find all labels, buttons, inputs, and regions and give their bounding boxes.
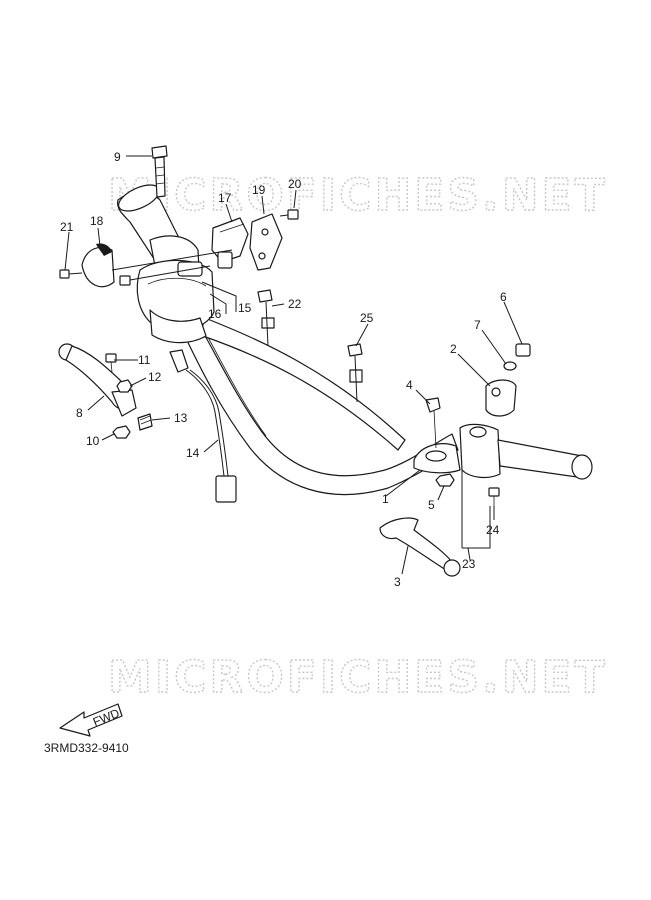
watermark-top: MICROFICHES.NET [108,170,608,221]
part-4-bolt [425,397,441,449]
part-10-nut [112,425,131,439]
callout-10: 10 [86,434,100,448]
callout-9: 9 [114,150,121,164]
diagram-code: 3RMD332-9410 [44,741,129,755]
callout-19: 19 [252,183,266,197]
leader-lines [64,155,523,575]
part-19-bracket [249,213,283,271]
part-16-screw [119,265,211,286]
left-switch-housing [136,259,215,344]
callout-21: 21 [60,220,74,234]
callout-2: 2 [450,342,457,356]
right-grip-throttle [459,423,593,480]
part-1-perch [413,443,461,474]
part-11-bolt [105,353,117,373]
part-18-cap [81,243,115,288]
part-22-cable-tie [257,289,275,347]
callout-18: 18 [90,214,104,228]
callout-13: 13 [174,411,188,425]
callout-numbers: 1 2 3 4 5 6 7 8 9 10 11 12 13 14 15 16 1… [60,150,507,589]
part-8-clutch-lever [58,343,137,417]
part-20-screw [279,209,299,220]
callout-23: 23 [462,557,476,571]
part-25-cable-tie [347,343,363,403]
callout-7: 7 [474,318,481,332]
callout-17: 17 [218,191,232,205]
callout-22: 22 [288,297,302,311]
watermark-bottom: MICROFICHES.NET [108,652,608,703]
callout-3: 3 [394,575,401,589]
handlebar [181,317,459,496]
part-3-brake-lever [379,517,461,577]
callout-15: 15 [238,301,252,315]
callout-1: 1 [382,492,389,506]
callout-8: 8 [76,406,83,420]
fwd-arrow-icon: FWD [59,703,123,737]
callout-6: 6 [500,290,507,304]
callout-25: 25 [360,311,374,325]
callout-4: 4 [406,378,413,392]
part-12-nut [116,379,133,393]
callout-5: 5 [428,498,435,512]
callout-24: 24 [486,523,500,537]
part-21-screw [59,269,83,279]
callout-11: 11 [138,353,151,367]
part-13-spring [137,413,153,431]
part-6-bolt [515,343,531,357]
fwd-label: FWD [91,706,122,729]
part-7-washer [503,361,517,371]
part-14-clutch-switch [169,349,237,503]
callout-12: 12 [148,370,162,384]
part-5-nut [435,473,455,487]
part-17-switch [211,217,249,269]
part-9-bolt [151,145,168,198]
callout-16: 16 [208,307,222,321]
callout-14: 14 [186,446,200,460]
part-2-clamp [485,379,517,417]
callout-20: 20 [288,177,302,191]
